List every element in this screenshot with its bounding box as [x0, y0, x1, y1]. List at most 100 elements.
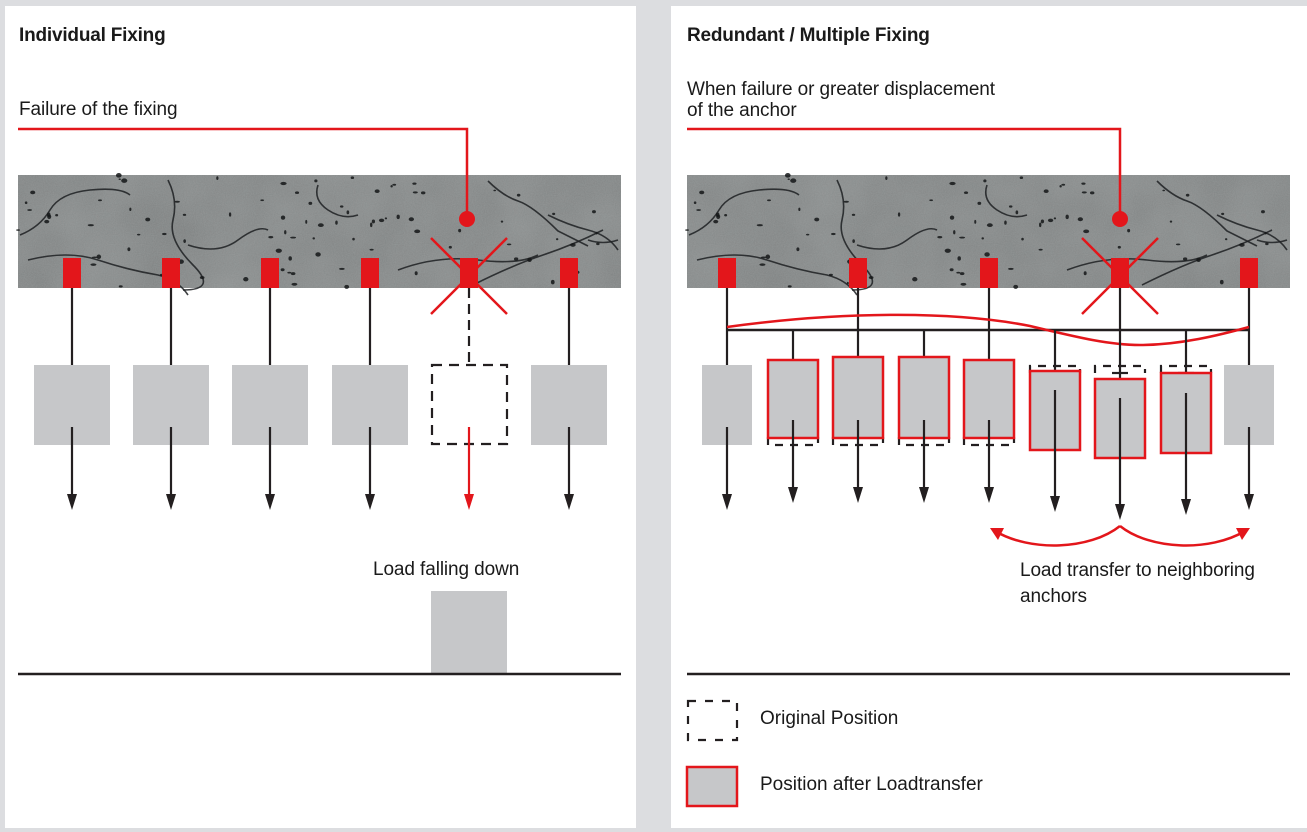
load-force-arrow-head: [788, 487, 798, 503]
concrete-slab-right-pore: [1219, 279, 1224, 285]
concrete-slab-right-pore: [685, 229, 690, 231]
load-force-arrow-head: [1181, 499, 1191, 515]
concrete-slab-left-pore: [513, 257, 519, 261]
concrete-slab-right-crack-0: [688, 188, 800, 236]
concrete-slab-right-pore: [953, 230, 956, 235]
concrete-slab-right-pore: [1019, 176, 1024, 180]
concrete-slab-right-pore: [1239, 243, 1245, 247]
red-outlined-box-icon: [685, 765, 739, 808]
concrete-slab-left-pore: [506, 243, 512, 246]
concrete-slab-left-pore: [216, 176, 219, 181]
original-position-outline: [1028, 364, 1082, 373]
concrete-slab-left-crack-9: [587, 239, 619, 244]
concrete-slab-left-pore: [288, 256, 292, 261]
concrete-slab-right-pore: [929, 199, 934, 202]
concrete-slab-left-pore: [118, 285, 123, 288]
concrete-slab-right-pore: [1169, 220, 1173, 223]
legend-label-position-after-loadtransfer: Position after Loadtransfer: [760, 774, 983, 795]
concrete-slab-right-pore: [1081, 182, 1086, 185]
concrete-slab-left-pore: [90, 263, 97, 266]
concrete-slab-left-pore: [305, 219, 308, 224]
concrete-slab-left-pore: [493, 189, 497, 192]
concrete-slab-left-pore: [596, 242, 600, 246]
concrete-slab-right-pore: [693, 201, 697, 205]
concrete-slab-right-pore: [949, 268, 954, 272]
concrete-slab-left-pore: [396, 214, 400, 220]
concrete-slab-left-pore: [344, 284, 350, 289]
concrete-slab-right-pore: [1053, 217, 1057, 220]
load-transfer-arrowhead-left: [990, 528, 1004, 540]
concrete-slab-right-pore: [787, 285, 792, 288]
concrete-slab-right-crack-3: [856, 227, 938, 250]
displacement-leader-line: [687, 127, 1122, 218]
load-transfer-arrowhead-right: [1236, 528, 1250, 540]
load-force-arrow-head: [853, 487, 863, 503]
concrete-slab-left-pore: [280, 268, 285, 272]
concrete-slab-left-pore: [96, 254, 102, 260]
concrete-slab-right-pore: [756, 224, 763, 227]
concrete-slab-left-pore: [312, 237, 315, 240]
concrete-slab-right-pore: [937, 235, 943, 239]
concrete-slab-right-pore: [868, 276, 874, 279]
concrete-slab-left-pore: [592, 210, 596, 214]
concrete-slab-left-crack-2: [167, 179, 205, 291]
concrete-slab-right-crack-5: [1066, 254, 1208, 271]
concrete-slab-right-pore: [760, 256, 767, 259]
load-force-arrow-head: [1244, 494, 1254, 510]
concrete-slab-left-pore: [284, 230, 287, 235]
concrete-slab-left-pore: [87, 224, 94, 227]
panel-individual-fixing: [5, 6, 636, 828]
concrete-slab-right-pore: [1089, 191, 1095, 195]
concrete-slab-left-pore: [280, 215, 286, 220]
concrete-slab-right-pore: [1117, 245, 1121, 249]
concrete-slab-right-pore: [1038, 248, 1043, 251]
concrete-slab-right-pore: [798, 207, 801, 212]
anchor: [560, 258, 578, 288]
concrete-slab-right-pore: [790, 178, 797, 183]
concrete-slab-left-pore: [118, 178, 121, 181]
concrete-slab-left-pore: [162, 232, 167, 236]
load-force-arrow-head: [1050, 496, 1060, 512]
concrete-slab-left-pore: [552, 212, 556, 216]
load-falling-caption: Load falling down: [373, 559, 520, 580]
concrete-slab-right-pore: [959, 236, 966, 239]
concrete-slab-left-pore: [458, 228, 462, 233]
load-force-arrow-head: [67, 494, 77, 510]
concrete-slab-left-pore: [308, 201, 313, 205]
concrete-slab-left-pore: [91, 256, 98, 259]
concrete-slab-right-crack-7: [1141, 229, 1273, 286]
load-transfer-caption-line1: Load transfer to neighboring: [1020, 560, 1255, 581]
concrete-slab-right-pore: [1081, 191, 1087, 194]
concrete-slab-left-pore: [46, 212, 51, 218]
displacement-caption-line1: When failure or greater displacement: [687, 79, 995, 100]
concrete-slab-left-pore: [374, 189, 380, 194]
concrete-slab-right-pore: [1065, 214, 1069, 220]
fallen-load: [431, 591, 507, 673]
concrete-slab-left-pore: [268, 235, 274, 239]
concrete-slab-right-pore: [986, 223, 993, 228]
load-force-arrow-head: [1115, 504, 1125, 520]
concrete-slab-left-pore: [595, 231, 598, 235]
concrete-slab-right-pore: [1015, 210, 1019, 215]
concrete-slab-right-pore: [959, 272, 965, 276]
load-transfer-arrow-left: [994, 525, 1121, 547]
concrete-slab-right-pore: [767, 199, 772, 202]
load-force-arrow-head: [365, 494, 375, 510]
anchor: [980, 258, 998, 288]
concrete-slab-left-pore: [335, 220, 338, 225]
concrete-slab-right-pore: [784, 173, 791, 178]
concrete-slab-left-pore: [550, 279, 555, 285]
left-panel-title: Individual Fixing: [19, 25, 166, 46]
concrete-slab-right-pore: [715, 212, 720, 218]
concrete-slab-left-pore: [412, 182, 417, 185]
concrete-slab-left-pore: [527, 257, 532, 263]
concrete-slab-left-pore: [44, 219, 50, 224]
concrete-slab-left-pore: [414, 271, 418, 276]
concrete-slab-left-pore: [317, 223, 324, 228]
right-diagram: [685, 127, 1290, 808]
concrete-slab-right-pore: [944, 248, 951, 253]
anchor: [261, 258, 279, 288]
concrete-slab-right-pore: [831, 232, 836, 236]
concrete-slab-right-pore: [724, 213, 728, 217]
concrete-slab-right-pore: [699, 190, 705, 195]
